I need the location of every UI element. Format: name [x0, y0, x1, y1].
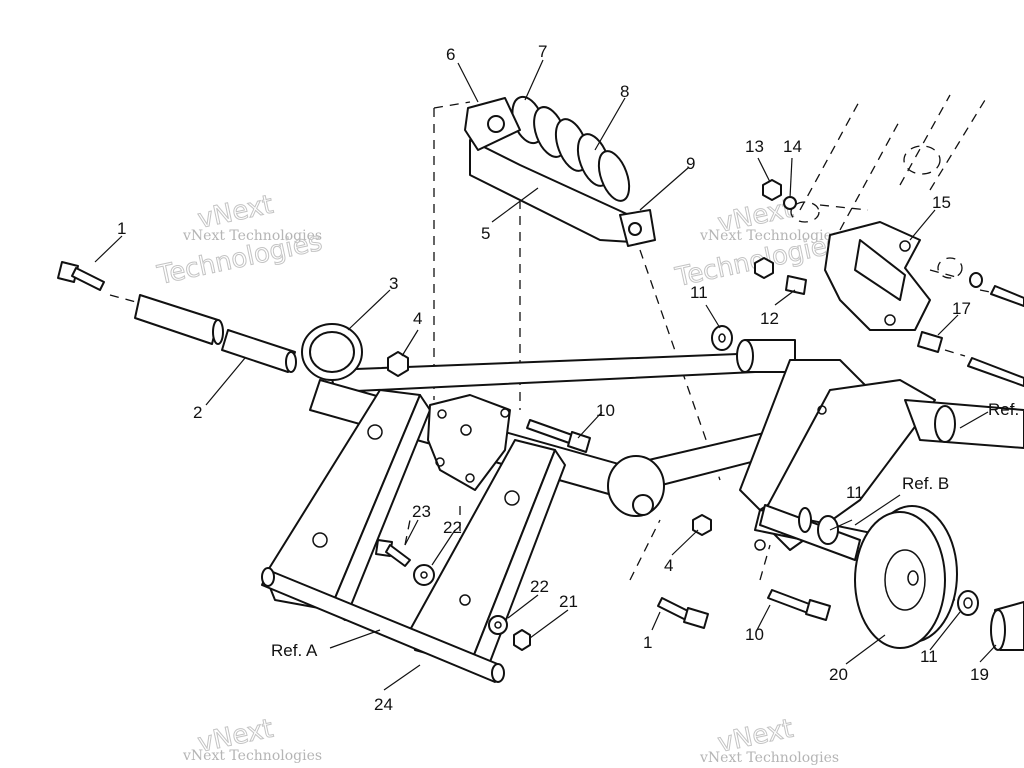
spring-coils: [511, 95, 631, 202]
callout-4: 4: [413, 309, 422, 328]
callout-19: 19: [970, 665, 989, 684]
callout-2: 2: [193, 403, 202, 422]
hardware-parts: [57, 179, 1024, 651]
watermark-text: vNext Technologies: [182, 228, 322, 244]
watermark-top-right: vNext vNext Technologies Technologies: [672, 193, 844, 293]
callout-14: 14: [783, 137, 802, 156]
watermark-text: vNext Technologies: [182, 748, 322, 764]
callout-5: 5: [481, 224, 490, 243]
watermark-bottom-right: vNext vNext Technologies: [699, 713, 839, 766]
callout-17: 17: [952, 299, 971, 318]
ref-a-label: Ref. A: [271, 641, 318, 660]
shock-absorber: [464, 95, 656, 247]
callout-1: 1: [117, 219, 126, 238]
callout-15: 15: [932, 193, 951, 212]
callout-1: 1: [643, 633, 652, 652]
callout-8: 8: [620, 82, 629, 101]
callout-22: 22: [530, 577, 549, 596]
callout-21: 21: [559, 592, 578, 611]
ref-b-label: Ref. B: [902, 474, 949, 493]
callout-12: 12: [760, 309, 779, 328]
callout-22: 22: [443, 518, 462, 537]
callout-4: 4: [664, 556, 673, 575]
callout-11: 11: [690, 283, 708, 302]
callout-13: 13: [745, 137, 764, 156]
watermark-top-left: vNext vNext Technologies Technologies: [154, 189, 326, 291]
callout-6: 6: [446, 45, 455, 64]
callout-20: 20: [829, 665, 848, 684]
watermark-text: vNext Technologies: [699, 750, 839, 766]
shock-mount-bracket: [790, 145, 963, 331]
ref-c-label: Ref.: [988, 400, 1019, 419]
leader-lines: [94, 59, 997, 691]
callout-11: 11: [846, 483, 864, 502]
callout-23: 23: [412, 502, 431, 521]
front-arm-assembly: [261, 323, 665, 683]
idler-wheel: [759, 504, 1024, 651]
callout-labels: 1 2 3 4 5 6 7 8 9 10 23 22 22 21 Ref. A …: [117, 42, 1019, 714]
callout-24: 24: [374, 695, 393, 714]
callout-11: 11: [920, 647, 938, 666]
watermark-bottom-left: vNext vNext Technologies: [182, 713, 322, 764]
callout-9: 9: [686, 154, 695, 173]
callout-10: 10: [745, 625, 764, 644]
callout-3: 3: [389, 274, 398, 293]
watermark-text: vNext Technologies: [699, 228, 839, 244]
assembly-lines: [109, 94, 996, 626]
callout-10: 10: [596, 401, 615, 420]
callout-7: 7: [538, 42, 547, 61]
